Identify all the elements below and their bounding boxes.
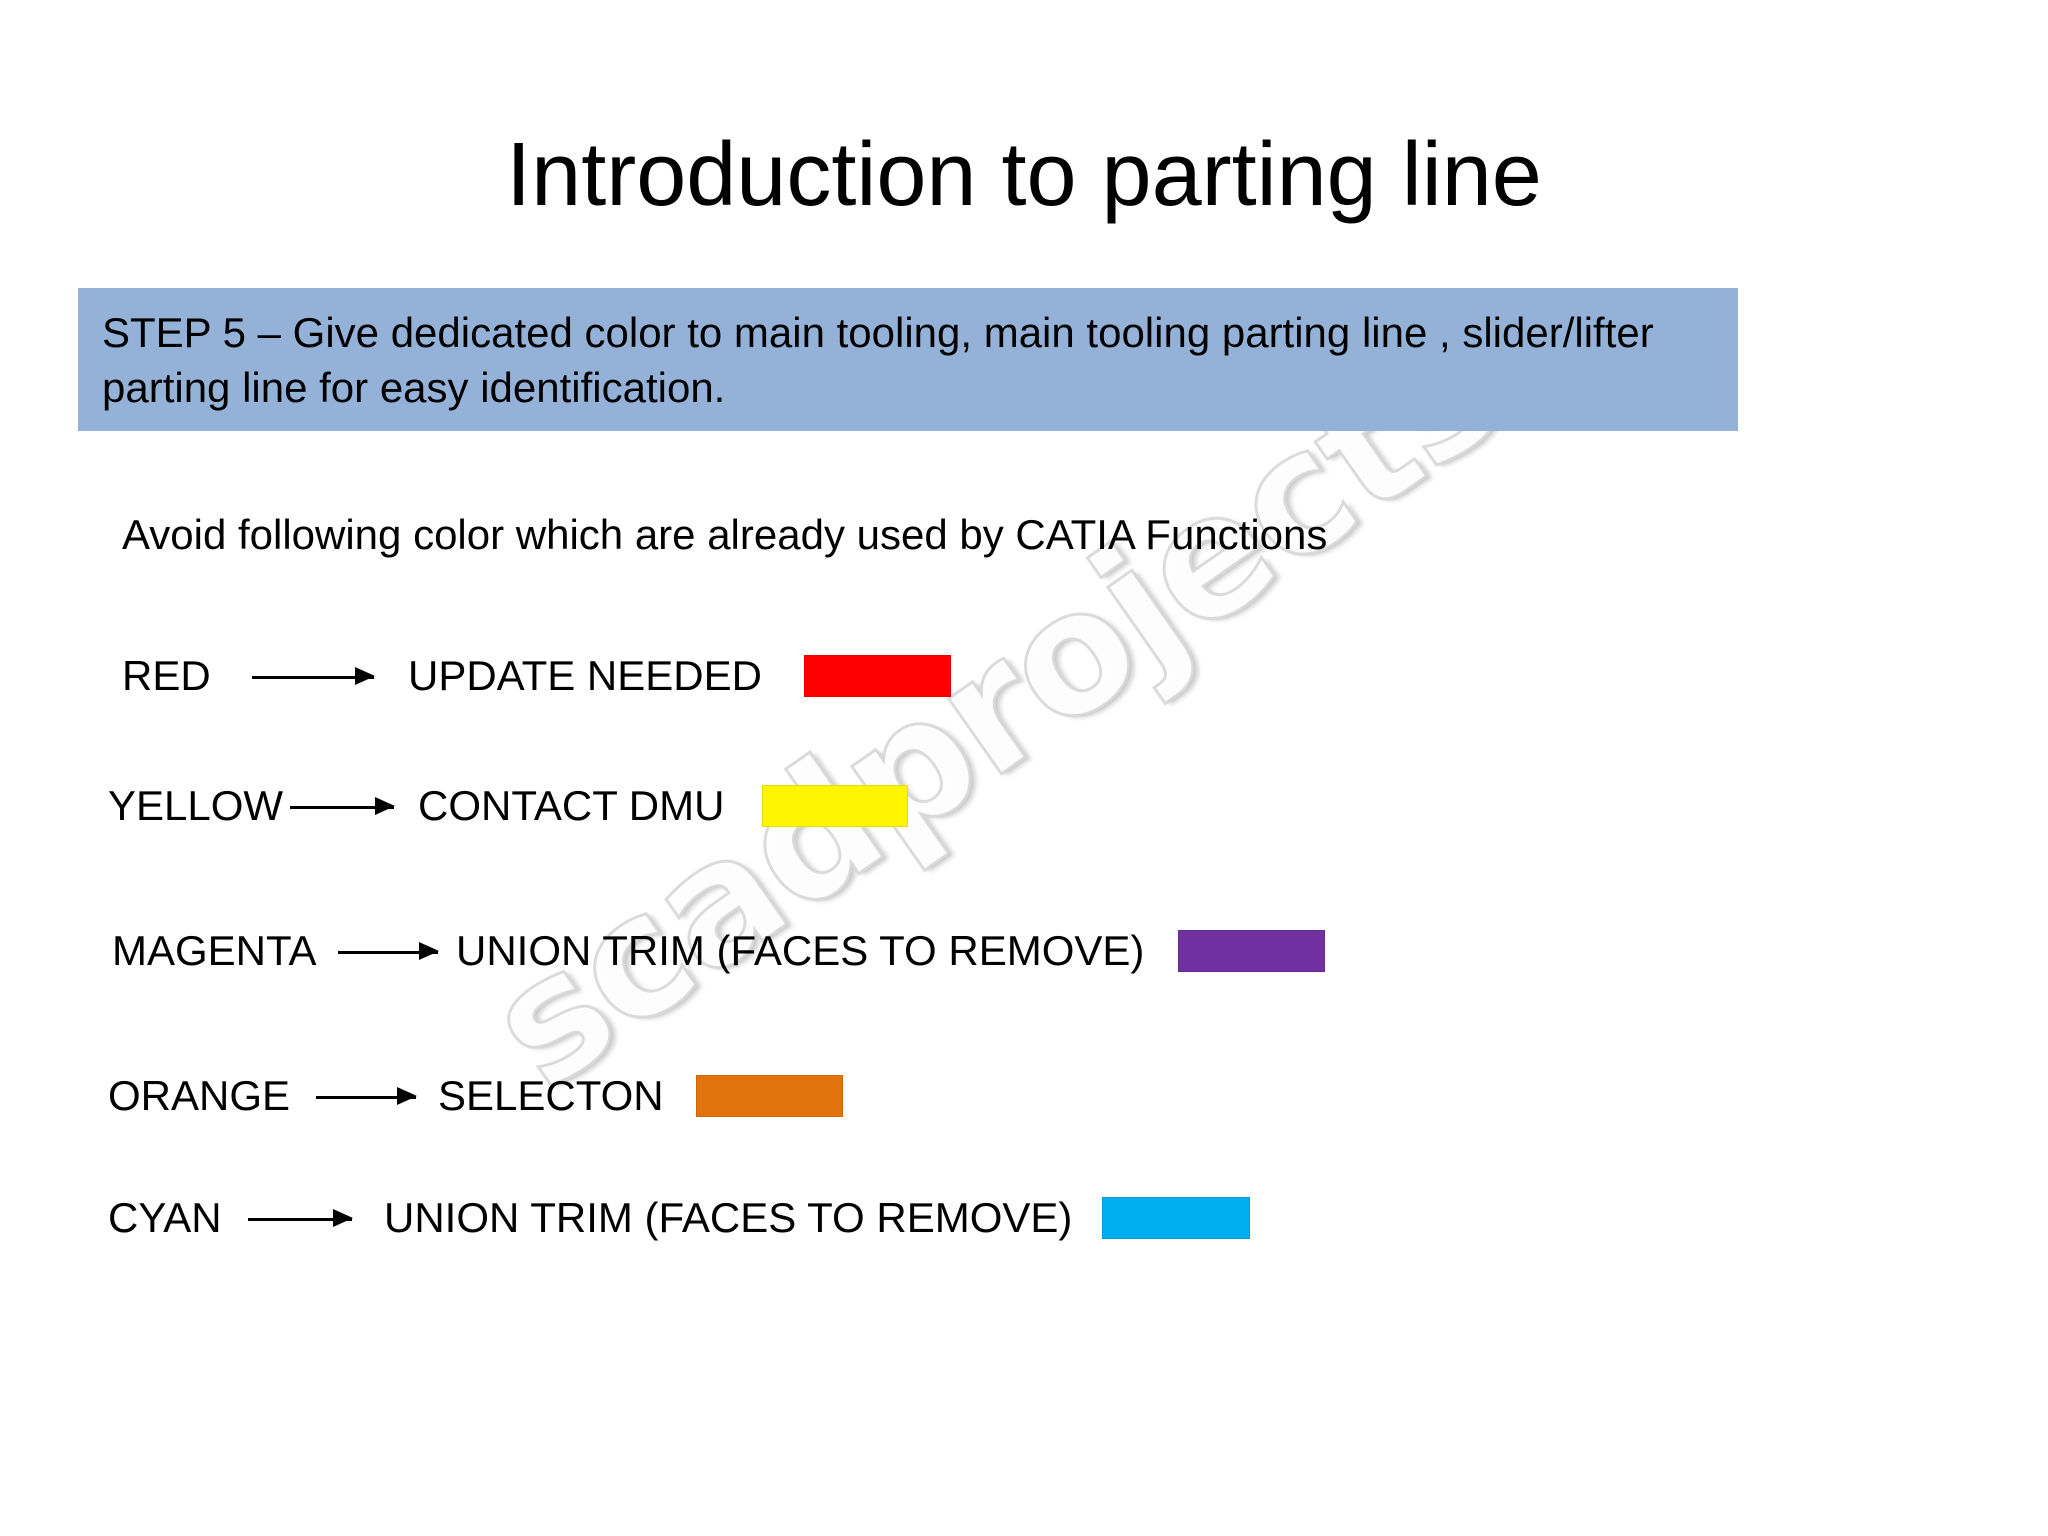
color-swatch-cyan	[1102, 1197, 1251, 1239]
step-banner-text: STEP 5 – Give dedicated color to main to…	[102, 309, 1654, 411]
list-item: RED UPDATE NEEDED	[122, 655, 951, 697]
list-item: CYAN UNION TRIM (FACES TO REMOVE)	[108, 1194, 1251, 1241]
color-meaning-red: UPDATE NEEDED	[408, 652, 762, 699]
color-name-cyan: CYAN	[108, 1194, 222, 1241]
right-arrow-icon	[338, 934, 439, 968]
color-meaning-cyan: UNION TRIM (FACES TO REMOVE)	[384, 1194, 1073, 1241]
color-meaning-magenta: UNION TRIM (FACES TO REMOVE)	[456, 927, 1145, 974]
color-name-magenta: MAGENTA	[112, 927, 317, 974]
color-swatch-yellow	[762, 785, 909, 827]
list-item: ORANGE SELECTON	[108, 1075, 843, 1117]
color-meaning-orange: SELECTON	[438, 1072, 664, 1119]
color-name-red: RED	[122, 652, 211, 699]
list-item: MAGENTA UNION TRIM (FACES TO REMOVE)	[112, 927, 1326, 974]
color-swatch-magenta	[1178, 930, 1326, 972]
color-meaning-yellow: CONTACT DMU	[418, 782, 725, 829]
color-swatch-red	[803, 655, 951, 697]
step-banner: STEP 5 – Give dedicated color to main to…	[78, 288, 1738, 432]
right-arrow-icon	[252, 659, 375, 693]
color-swatch-orange	[695, 1075, 843, 1117]
list-item: YELLOW CONTACT DMU	[108, 782, 909, 829]
right-arrow-icon	[290, 789, 395, 823]
right-arrow-icon	[316, 1079, 417, 1113]
avoid-colors-note: Avoid following color which are already …	[122, 511, 1328, 558]
page-title: Introduction to parting line	[506, 125, 1542, 225]
color-name-yellow: YELLOW	[108, 782, 284, 829]
right-arrow-icon	[248, 1201, 353, 1235]
color-name-orange: ORANGE	[108, 1072, 291, 1119]
